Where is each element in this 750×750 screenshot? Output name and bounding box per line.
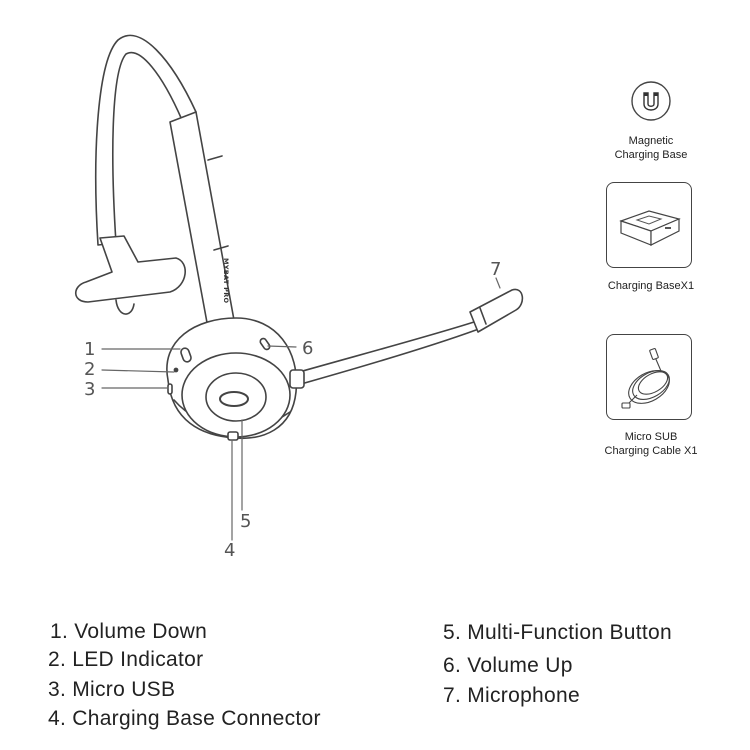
charging-base-box (606, 182, 692, 268)
magnet-icon (631, 81, 671, 121)
legend-item-charging-connector: 4. Charging Base Connector (48, 707, 321, 730)
volume-up-button (259, 337, 271, 351)
charging-connector (227, 431, 239, 441)
legend-item-micro-usb: 3. Micro USB (48, 678, 176, 701)
legend-item-multi-function: 5. Multi-Function Button (443, 621, 672, 644)
micro-usb-port (167, 383, 173, 395)
callout-1: 1 (84, 339, 95, 360)
accessory-label-line: Charging BaseX1 (607, 280, 695, 292)
callout-6: 6 (302, 338, 313, 359)
charging-base-icon (619, 210, 681, 246)
callout-3: 3 (84, 379, 95, 400)
brand-label: MYBAT PRO (222, 258, 230, 304)
accessory-label-line: Charging Cable X1 (604, 445, 698, 457)
microphone (469, 288, 524, 333)
legend-item-led-indicator: 2. LED Indicator (48, 648, 204, 671)
callout-4: 4 (224, 540, 235, 561)
accessory-label-line: Charging Base (614, 149, 688, 161)
accessory-label-line: Micro SUB (624, 431, 678, 443)
accessory-label-usb-cable: Micro SUB Charging Cable X1 (571, 430, 731, 458)
volume-down-button (180, 347, 192, 363)
mic-boom (291, 321, 477, 387)
accessory-label-line: Magnetic (628, 135, 674, 147)
headset-diagram: MYBAT PRO 1 2 3 4 5 6 7 (74, 34, 524, 561)
legend-item-volume-up: 6. Volume Up (443, 654, 573, 677)
callout-5: 5 (240, 511, 251, 532)
head-pad (74, 235, 186, 303)
callout-2: 2 (84, 359, 95, 380)
callout-7: 7 (490, 259, 501, 280)
led-indicator (173, 367, 179, 373)
usb-cable-icon (621, 348, 670, 409)
accessory-label-magnetic: Magnetic Charging Base (571, 134, 731, 162)
accessory-label-charging-base: Charging BaseX1 (571, 279, 731, 293)
legend-item-microphone: 7. Microphone (443, 684, 580, 707)
usb-cable-box (606, 334, 692, 420)
legend-item-volume-down: 1. Volume Down (50, 620, 208, 643)
